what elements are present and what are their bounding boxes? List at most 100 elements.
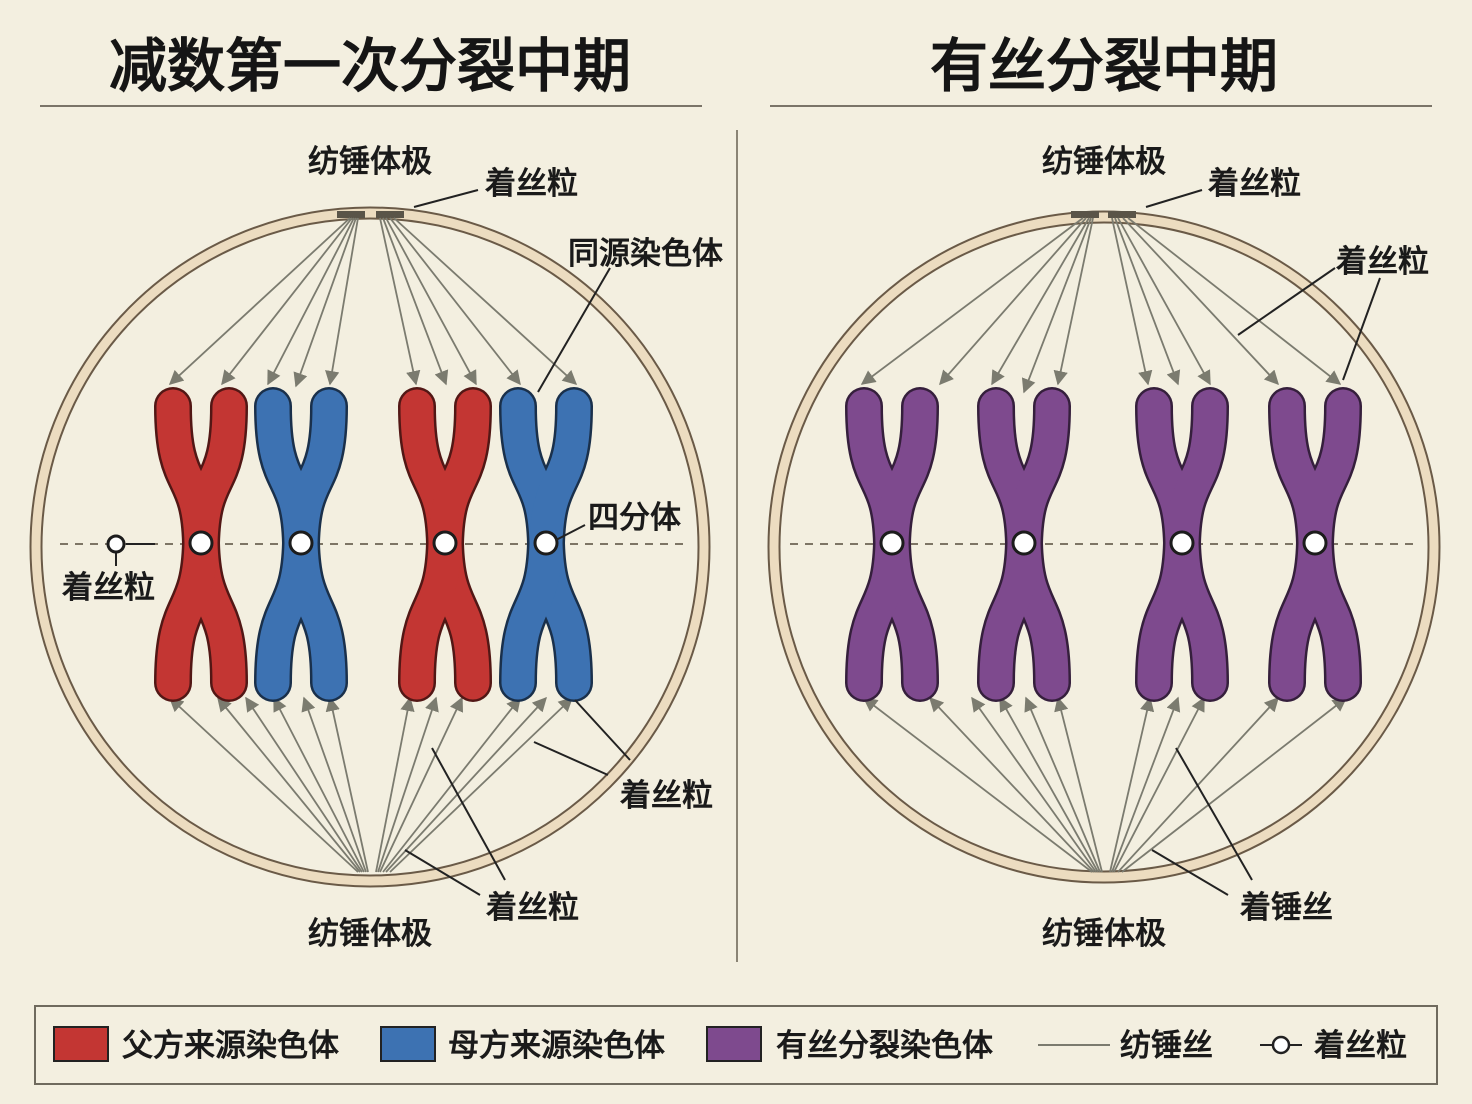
mitosis-spindle-fiber-3	[1021, 217, 1092, 394]
mitosis-spindle-fiber-20	[1121, 697, 1348, 873]
mitosis-chromosomes	[845, 387, 1362, 702]
mitosis-spindle-fiber-13	[999, 696, 1099, 873]
meiosis-label-kinetochore-bottom: 着丝粒	[485, 890, 579, 926]
mitosis-chromosome-1-centromere	[879, 530, 905, 556]
meiosis-spindle-fiber-0	[168, 217, 351, 385]
meiosis-spindle-fiber-3	[293, 217, 357, 388]
mitosis-leader-kinetochore-right-b	[1342, 277, 1381, 381]
meiosis-spindle-fiber-6	[382, 217, 449, 386]
mitosis-spindle-fiber-1	[939, 217, 1087, 386]
mitosis-spindle-fiber-2	[991, 217, 1090, 386]
meiosis-leader-kinetochore-top	[413, 189, 479, 208]
meiosis-chromosomes	[154, 387, 593, 702]
mitosis-spindle-fiber-12	[971, 696, 1097, 873]
meiosis-spindle-fiber-18	[379, 696, 463, 873]
meiosis-spindle-fiber-12	[245, 696, 363, 873]
meiosis-spindle-fiber-7	[385, 217, 477, 386]
mitosis-leader-kinetochore-top	[1145, 189, 1203, 208]
legend-label-mitotic: 有丝分裂染色体	[776, 1028, 993, 1064]
meiosis-kinetochore-marker	[106, 534, 126, 554]
legend-label-spindle: 纺锤丝	[1120, 1028, 1213, 1064]
mitosis-chromosome-4-centromere	[1302, 530, 1328, 556]
meiosis-spindle-fiber-10	[168, 697, 359, 873]
mitosis-label-pole-top: 纺锤体极	[1042, 144, 1166, 180]
mitosis-spindle-fiber-7	[1117, 217, 1211, 386]
meiosis-chromosome-1-centromere	[188, 530, 214, 556]
meiosis-chromosome-3-centromere	[432, 530, 458, 556]
meiosis-spindle-fiber-4	[325, 217, 359, 386]
mitosis-chromosome-4	[1268, 387, 1362, 702]
meiosis-leader-kinetochore-bottom-a	[431, 747, 506, 881]
mitosis-spindle-fiber-10	[862, 697, 1093, 873]
legend: 父方来源染色体 母方来源染色体 有丝分裂染色体 纺锤丝 着丝粒	[34, 1005, 1438, 1085]
mitosis-pole-top	[1071, 211, 1136, 218]
meiosis-spindle-fiber-17	[377, 696, 439, 873]
mitosis-label-kinetochore-top: 着丝粒	[1207, 166, 1301, 202]
meiosis-spindle-fiber-5	[379, 217, 421, 386]
meiosis-label-kinetochore-top: 着丝粒	[484, 166, 578, 202]
meiosis-leader-homologs	[537, 267, 611, 393]
meiosis-chromosome-3	[398, 387, 492, 702]
mitosis-chromosome-3	[1135, 387, 1229, 702]
mitosis-spindle-fiber-5	[1111, 217, 1153, 386]
meiosis-chromosome-1	[154, 387, 248, 702]
meiosis-spindle-fiber-14	[301, 696, 367, 873]
mitosis-spindle-fiber-8	[1122, 217, 1279, 386]
mitosis-cell-membrane-inner	[769, 212, 1439, 882]
mitosis-chromosome-2-centromere	[1011, 530, 1037, 556]
mitosis-spindle-fiber-9	[1127, 217, 1342, 385]
mitosis-spindle-fiber-4	[1053, 217, 1094, 386]
meiosis-spindle-fiber-1	[221, 217, 353, 386]
legend-centromere-icon	[1271, 1035, 1291, 1055]
meiosis-pole-top	[337, 211, 404, 218]
meiosis-chromosome-4-centromere	[533, 530, 559, 556]
mitosis-chromosome-3-centromere	[1169, 530, 1195, 556]
meiosis-label-kinetochore-right: 着丝粒	[619, 778, 713, 814]
mitosis-leader-spindle-fibers-a	[1175, 747, 1253, 881]
mitosis-chromosome-2	[977, 387, 1071, 702]
meiosis-label-tetrad: 四分体	[588, 500, 681, 536]
meiosis-leader-kinetochore-bottom-b	[404, 849, 481, 896]
meiosis-label-kinetochore-left: 着丝粒	[61, 570, 155, 606]
meiosis-label-pole-top: 纺锤体极	[308, 144, 432, 180]
mitosis-label-pole-bottom: 纺锤体极	[1042, 916, 1166, 952]
legend-label-maternal: 母方来源染色体	[448, 1028, 665, 1064]
mitosis-label-kinetochore-right: 着丝粒	[1335, 244, 1429, 280]
legend-label-paternal: 父方来源染色体	[122, 1028, 339, 1064]
meiosis-leader-tetrad	[555, 524, 586, 541]
mitosis-title: 有丝分裂中期	[930, 32, 1278, 100]
mitosis-leader-kinetochore-right-a	[1237, 267, 1336, 336]
meiosis-leader-kinetochore-right-b	[533, 741, 609, 776]
meiosis-label-homologs: 同源染色体	[568, 236, 723, 272]
mitosis-spindle-fiber-14	[1024, 696, 1101, 873]
meiosis-spindle-fiber-21	[389, 697, 574, 873]
mitosis-panel: 纺锤体极 着丝粒 着丝粒 着锤丝 纺锤体极	[767, 144, 1441, 952]
meiosis-spindle-fiber-2	[267, 217, 355, 386]
meiosis-spindle-fiber-9	[393, 217, 578, 385]
legend-swatch-mitotic	[706, 1026, 762, 1062]
legend-swatch-paternal	[53, 1026, 109, 1062]
meiosis-chromosome-4	[499, 387, 593, 702]
mitosis-spindle-fiber-11	[929, 696, 1095, 873]
meiosis-chromosome-2-centromere	[288, 530, 314, 556]
meiosis-spindle-fiber-16	[375, 696, 415, 873]
mitosis-spindle-fiber-15	[1054, 696, 1103, 873]
meiosis-title: 减数第一次分裂中期	[109, 32, 631, 100]
mitosis-spindle-fiber-18	[1113, 696, 1205, 873]
legend-swatch-maternal	[380, 1026, 436, 1062]
mitosis-spindle-fiber-6	[1114, 217, 1181, 386]
meiosis-spindle-fiber-20	[385, 696, 547, 873]
mitosis-spindle-fiber-16	[1109, 696, 1155, 873]
meiosis-leader-kinetochore-right-a	[574, 699, 631, 761]
mitosis-chromosome-1	[845, 387, 939, 702]
mitosis-leader-spindle-fibers-b	[1151, 849, 1229, 896]
legend-label-centromere: 着丝粒	[1313, 1028, 1407, 1064]
meiosis-chromosome-2	[254, 387, 348, 702]
meiosis-spindle-fiber-15	[325, 696, 369, 873]
mitosis-spindle-fiber-17	[1111, 696, 1181, 873]
meiosis-spindle-fiber-11	[217, 696, 361, 873]
meiosis-spindle-fiber-8	[389, 217, 521, 386]
mitosis-label-spindle-fibers: 着锤丝	[1239, 890, 1333, 926]
mitosis-spindle-fiber-0	[860, 217, 1084, 385]
